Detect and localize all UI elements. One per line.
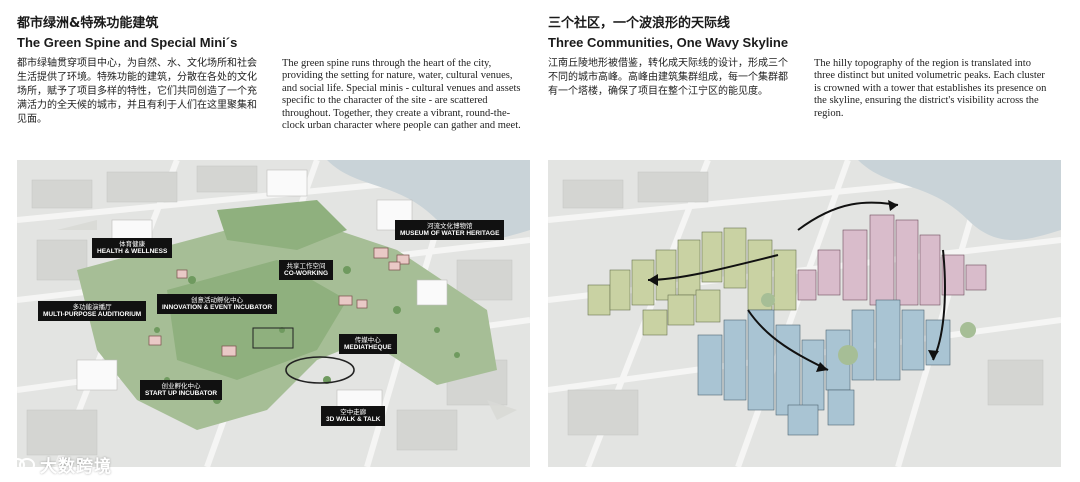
- skyline-clusters-map: [548, 160, 1061, 467]
- skyline-illustration: [548, 160, 1061, 467]
- right-heading-cn: 三个社区，一个波浪形的天际线: [548, 12, 730, 31]
- left-heading-en: The Green Spine and Special Mini´s: [17, 35, 237, 50]
- left-body-en: The green spine runs through the heart o…: [282, 58, 522, 132]
- right-body-en: The hilly topography of the region is tr…: [814, 58, 1050, 120]
- right-heading-en: Three Communities, One Wavy Skyline: [548, 35, 788, 50]
- right-body-cn: 江南丘陵地形被借鉴，转化成天际线的设计，形成三个不同的城市高峰。高峰由建筑集群组…: [548, 57, 796, 99]
- left-body-cn: 都市绿轴贯穿项目中心，为自然、水、文化场所和社会生活提供了环境。特殊功能的建筑，…: [17, 57, 265, 127]
- watermark-text: 大数跨境: [40, 452, 112, 477]
- left-heading-cn: 都市绿洲&特殊功能建筑: [17, 12, 158, 31]
- watermark: 大数跨境: [8, 452, 112, 477]
- watermark-logo-icon: [8, 456, 36, 474]
